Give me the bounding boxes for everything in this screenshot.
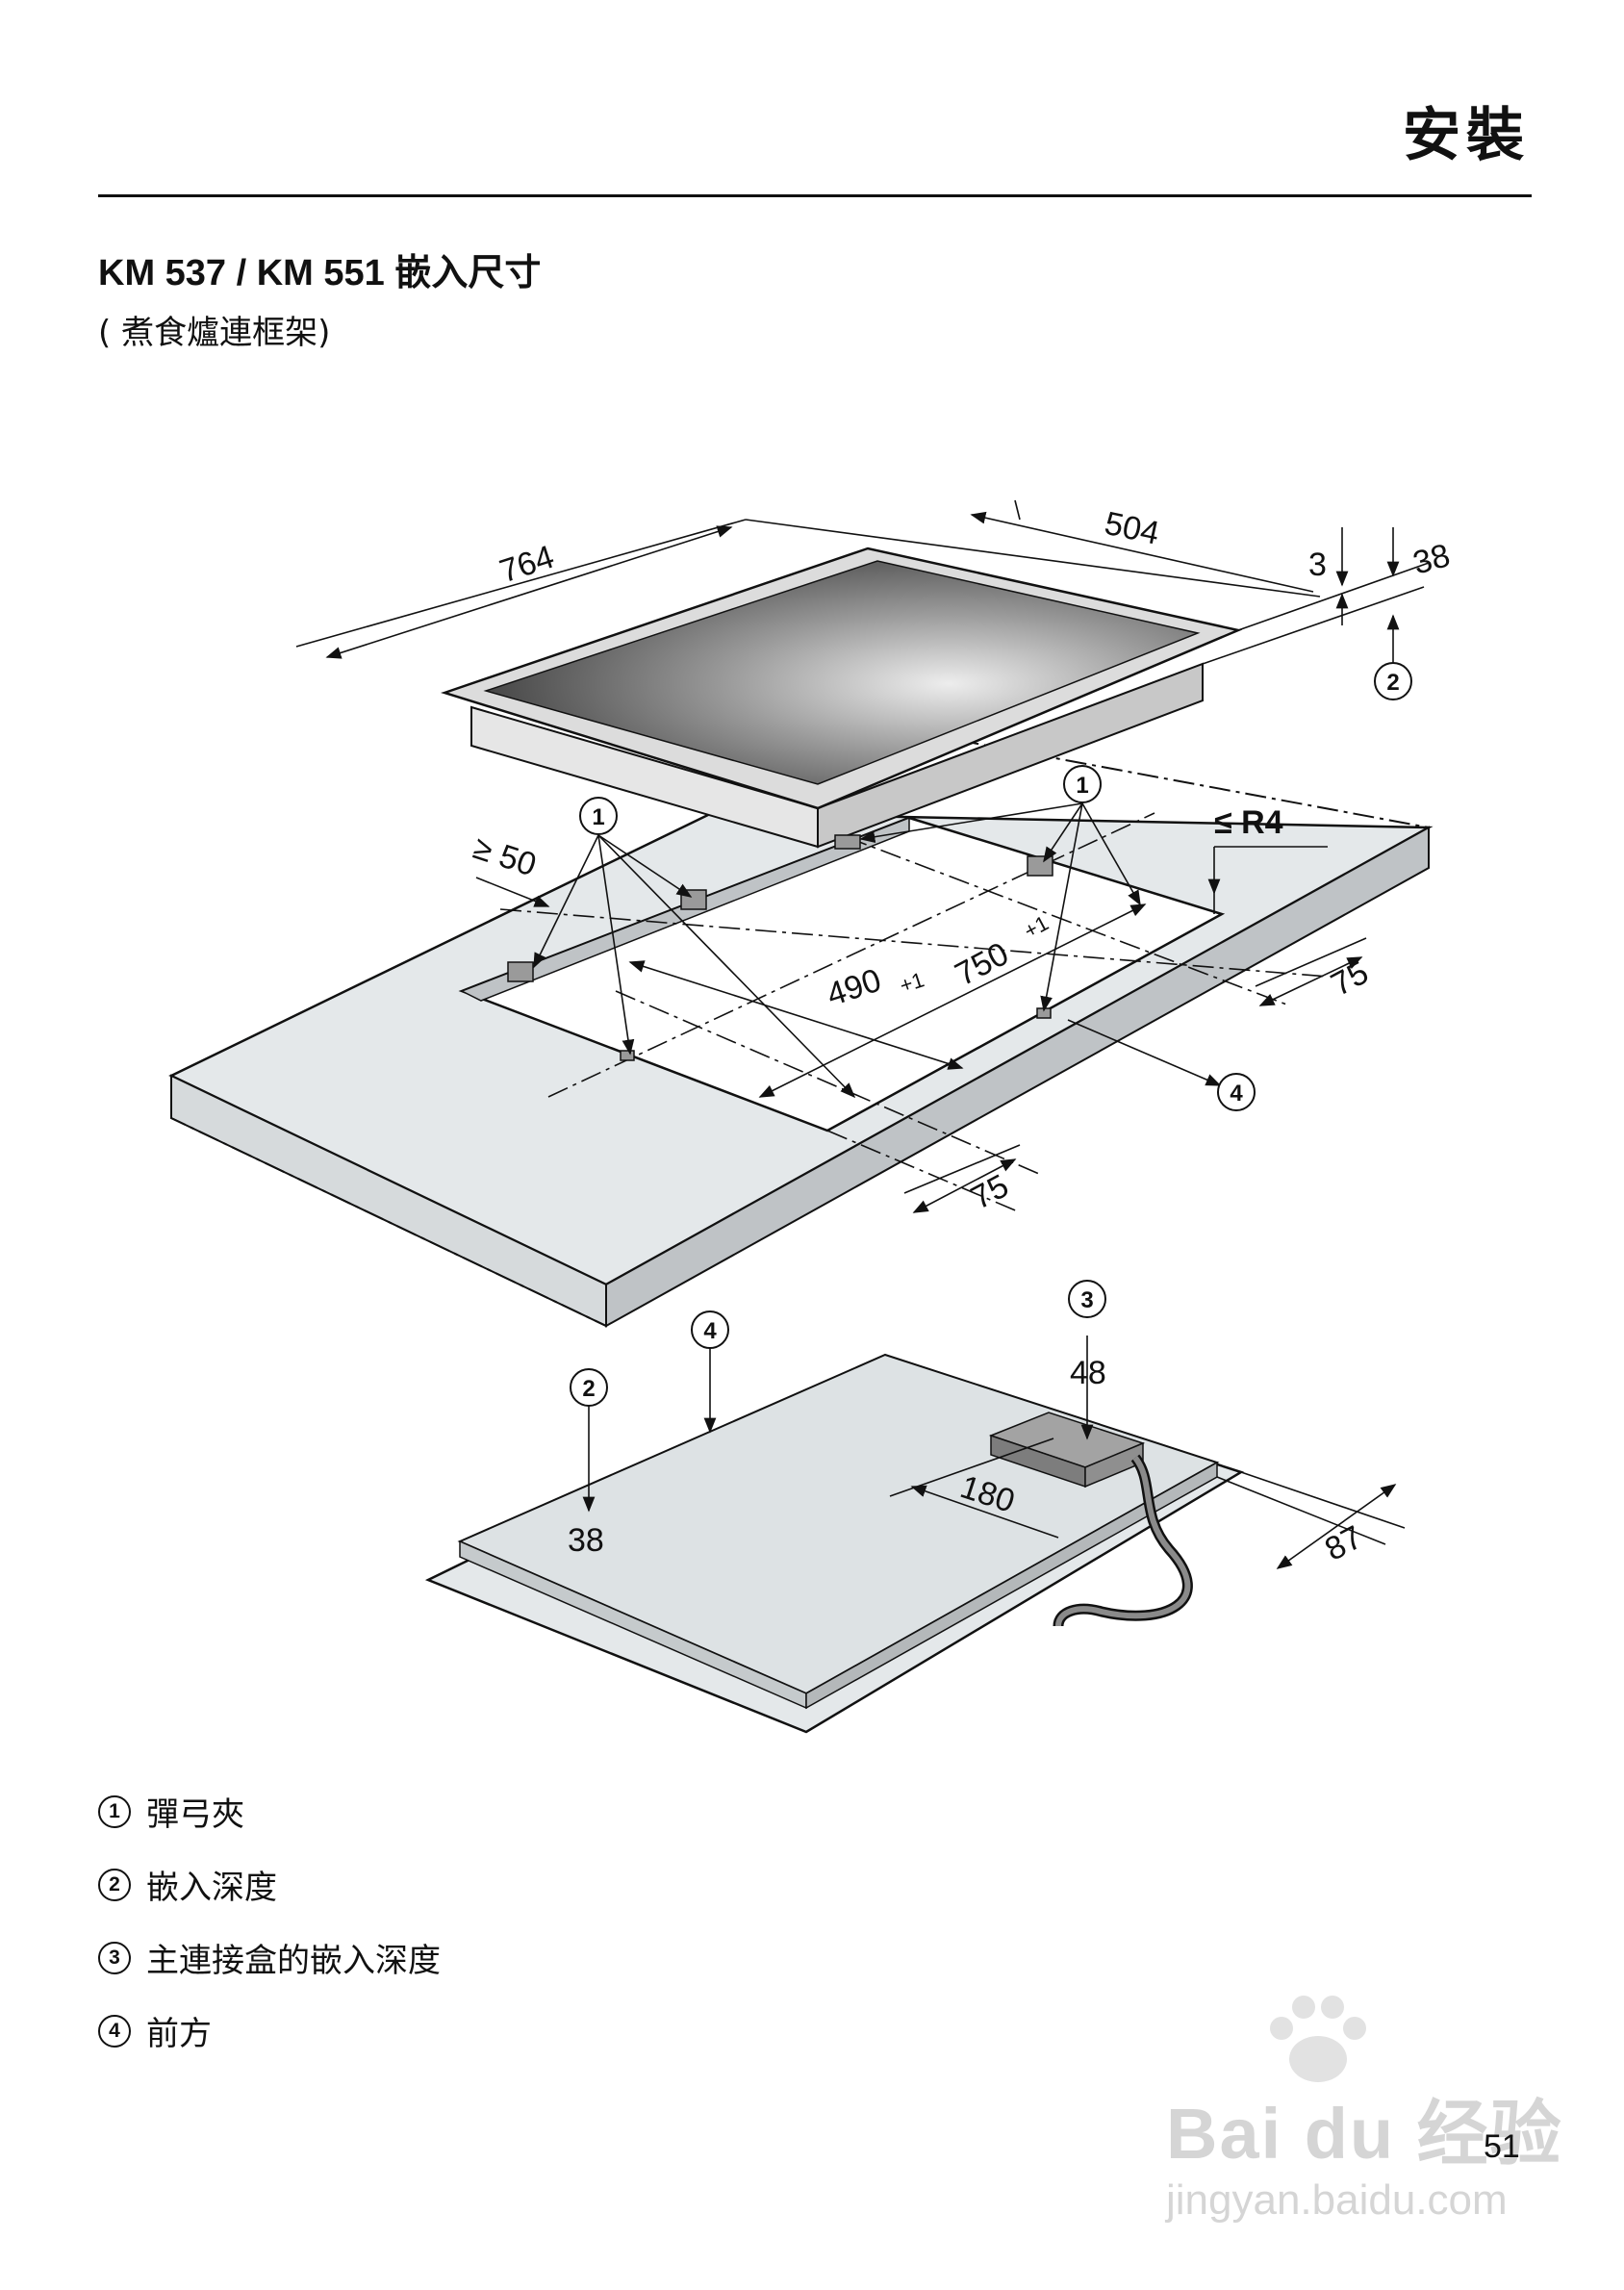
- dim-r4: ≤ R4: [1214, 804, 1283, 841]
- circled-markers: 1 1 2 4 3 4 2: [570, 662, 1412, 1407]
- dim-3: 3: [1308, 547, 1327, 583]
- legend-item-1: 1 彈弓夾: [98, 1788, 244, 1835]
- dim-504: 504: [1102, 505, 1162, 552]
- legend-text: 前方: [146, 2015, 212, 2053]
- page-heading: KM 537 / KM 551 嵌入尺寸: [98, 253, 542, 293]
- dim-75-right: 75: [1325, 954, 1374, 1004]
- dim-48: 48: [1070, 1355, 1106, 1391]
- legend-item-3: 3 主連接盒的嵌入深度: [98, 1934, 441, 1981]
- header-rule: [98, 194, 1532, 197]
- page-number: 51: [1484, 2128, 1520, 2165]
- clip-front-1: [620, 1050, 635, 1061]
- dim-38-top: 38: [1409, 537, 1454, 581]
- clips: [507, 834, 1053, 1061]
- hob-underside: [424, 1353, 1245, 1734]
- hob-unit: [440, 547, 1243, 849]
- dimension-lines-hob: [295, 499, 1430, 665]
- dim-50: ≥ 50: [469, 829, 540, 884]
- legend-item-2: 2 嵌入深度: [98, 1861, 277, 1908]
- clip-hob-front: [834, 834, 861, 850]
- dim-87: 87: [1319, 1518, 1368, 1567]
- dim-764: 764: [495, 539, 559, 591]
- hob-glass: [483, 560, 1201, 785]
- marker-2-top: 2: [1386, 670, 1399, 696]
- marker-4-underside: 4: [703, 1318, 717, 1344]
- section-title: 安裝: [1403, 102, 1530, 169]
- legend-text: 主連接盒的嵌入深度: [146, 1942, 441, 1980]
- marker-3: 3: [1080, 1287, 1093, 1313]
- dim-38-bottom: 38: [568, 1522, 604, 1559]
- paw-logo-icon: [1270, 1996, 1366, 2082]
- watermark-brand: Bai du 经验: [1166, 2094, 1563, 2174]
- page-subheading: ( 煮食爐連框架): [98, 314, 331, 352]
- dimension-lines-underside: [582, 1336, 1406, 1569]
- marker-1-left: 1: [592, 804, 604, 830]
- watermark-url: jingyan.baidu.com: [1166, 2176, 1508, 2224]
- legend-number: 3: [98, 1941, 131, 1974]
- clip-left-front: [507, 961, 534, 982]
- legend-number: 1: [98, 1794, 131, 1828]
- hob-body-side: [817, 662, 1204, 849]
- dim-75-bottom: 75: [965, 1167, 1014, 1216]
- legend-number: 2: [98, 1868, 131, 1901]
- marker-4-right: 4: [1230, 1081, 1243, 1107]
- worktop-left-edge: [170, 1076, 607, 1327]
- legend-text: 彈弓夾: [146, 1795, 244, 1834]
- legend-text: 嵌入深度: [146, 1869, 277, 1907]
- dimension-lines-worktop: [475, 846, 1367, 1213]
- marker-1-right: 1: [1076, 773, 1088, 799]
- legend-item-4: 4 前方: [98, 2007, 212, 2054]
- legend-number: 4: [98, 2014, 131, 2048]
- marker-2-underside: 2: [582, 1376, 595, 1402]
- clip-right-back: [1027, 855, 1053, 877]
